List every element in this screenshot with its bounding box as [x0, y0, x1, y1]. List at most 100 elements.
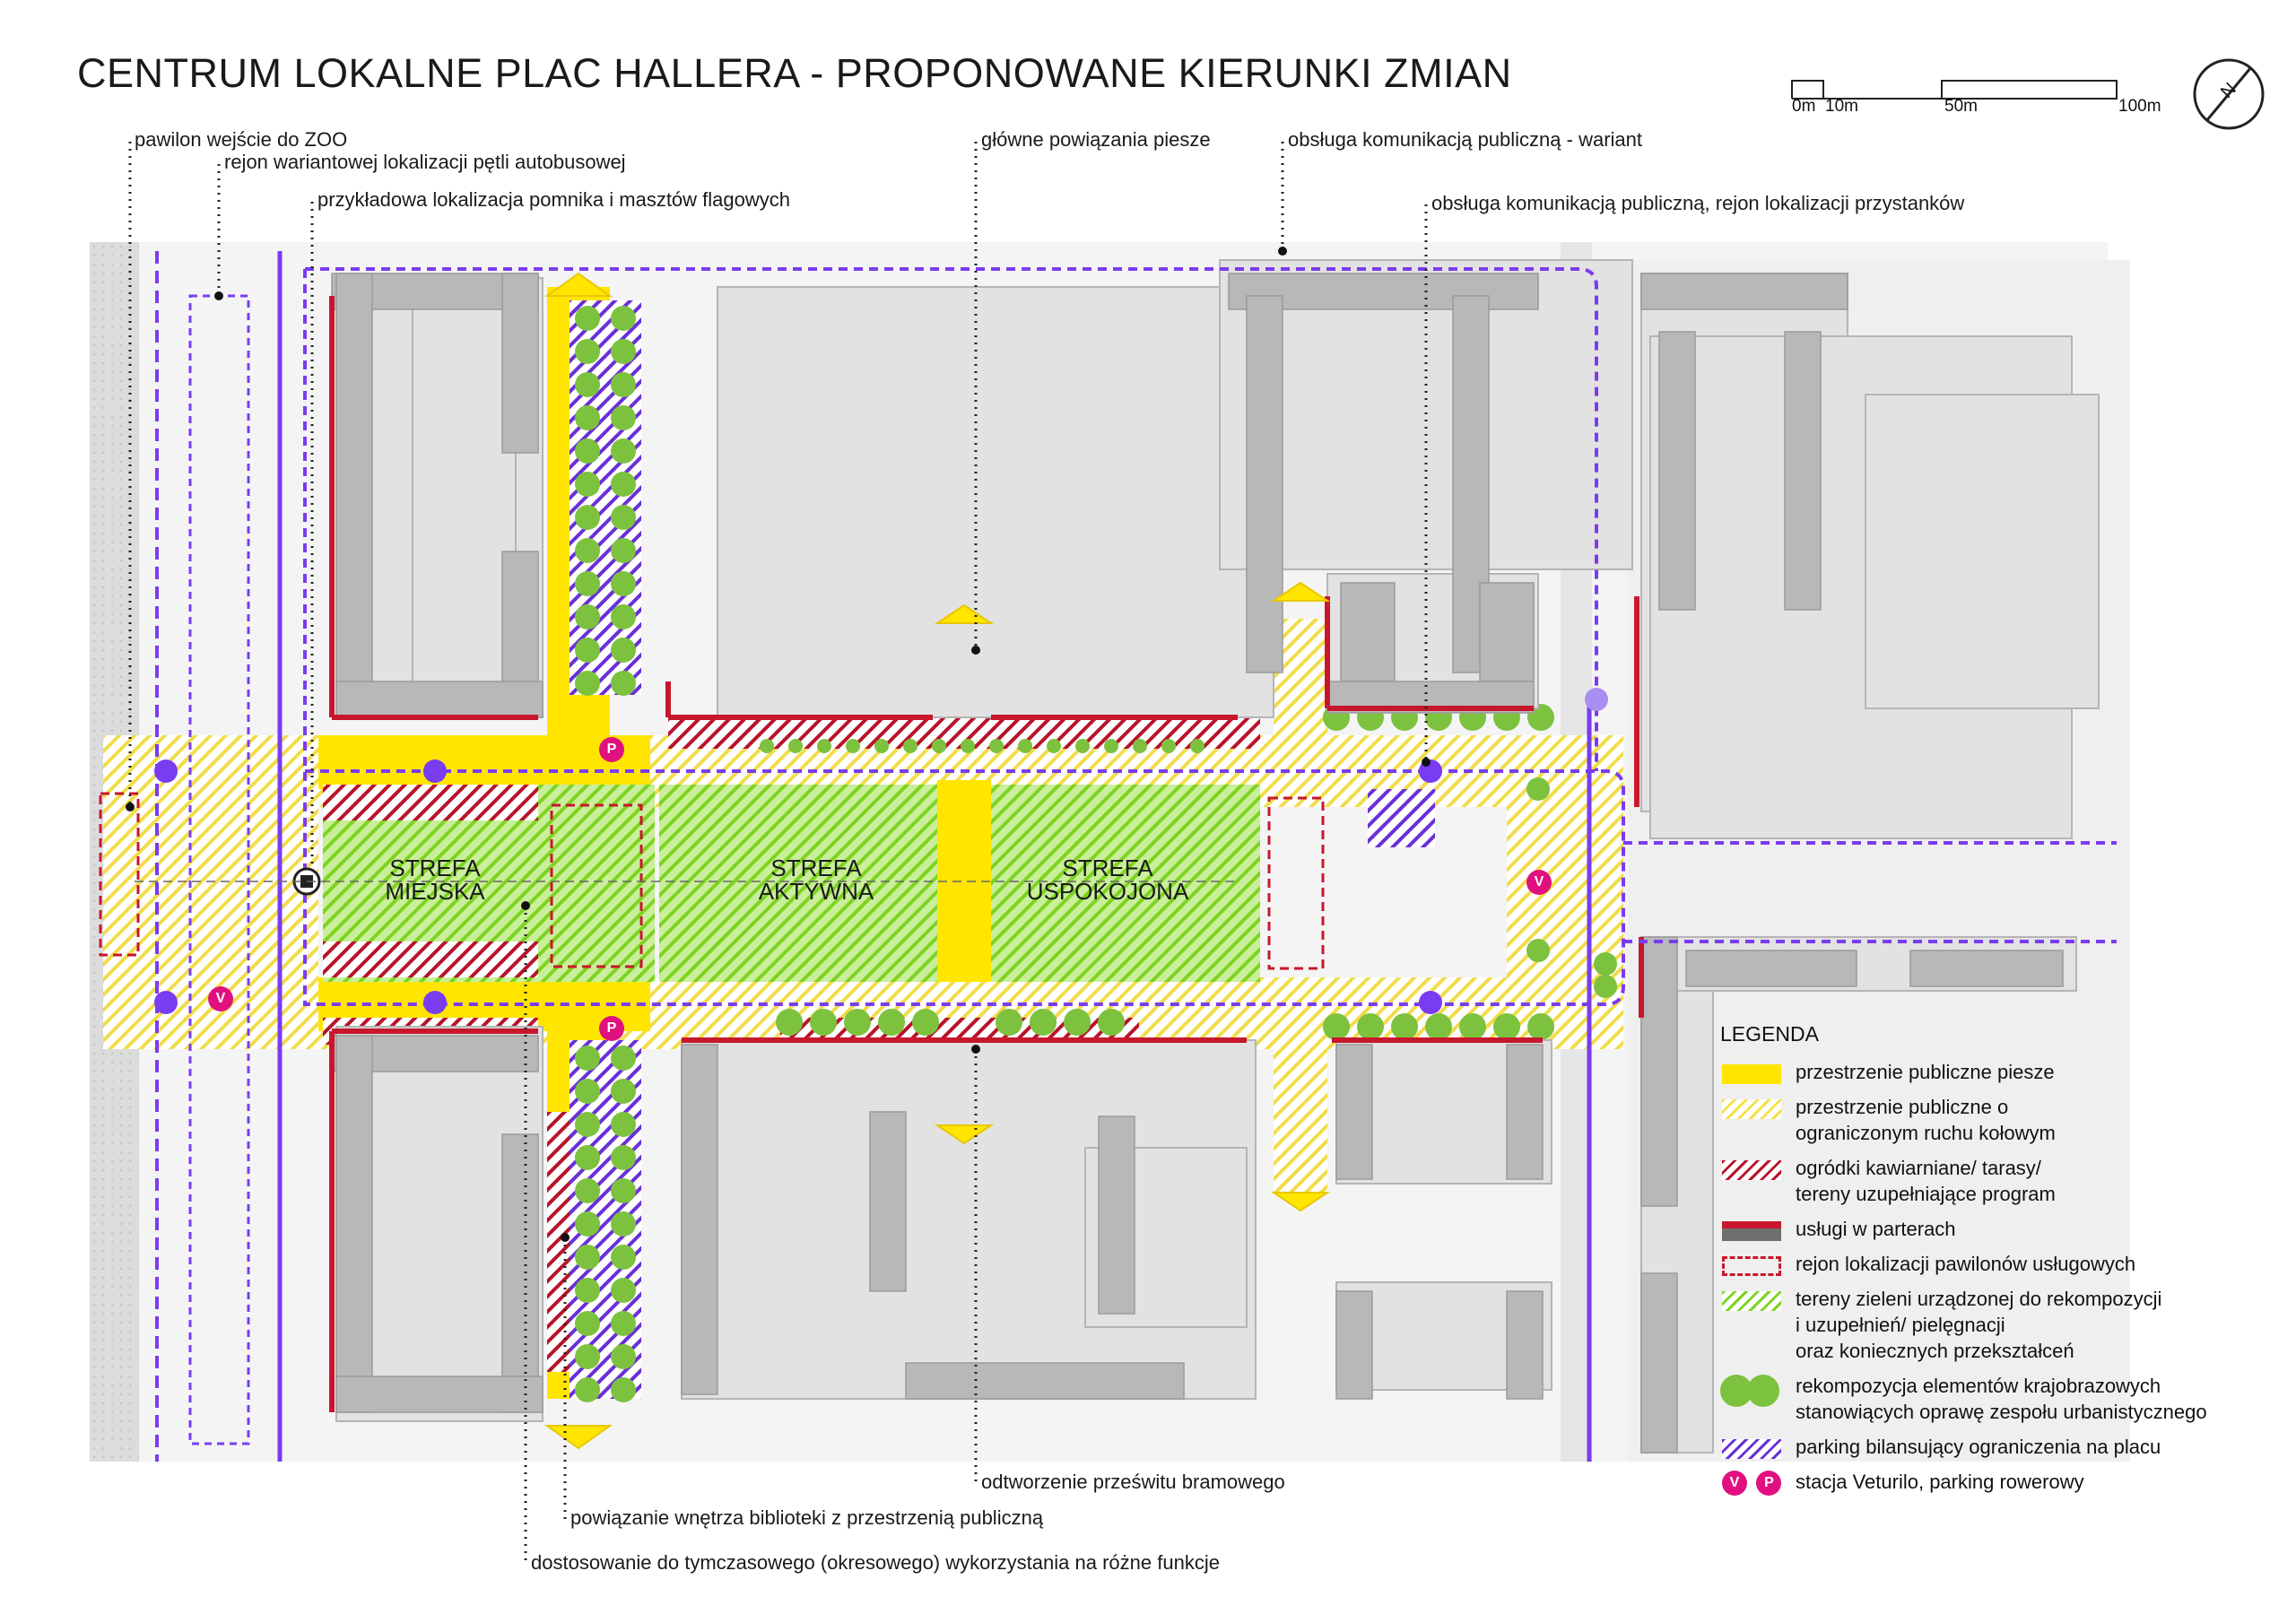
- direction-arrows: [544, 272, 1331, 1450]
- legend-label: tereny zieleni urządzonej do rekompozycj…: [1796, 1288, 2162, 1362]
- tree: [1104, 739, 1118, 753]
- tree: [611, 1112, 636, 1137]
- legend-swatch-pavilion: [1722, 1256, 1781, 1276]
- veturilo-pin: V: [208, 986, 233, 1011]
- tree: [788, 739, 803, 753]
- tree: [912, 1009, 939, 1036]
- tree: [1526, 939, 1550, 962]
- legend-swatch-restricted: [1722, 1099, 1781, 1119]
- tree: [844, 1009, 871, 1036]
- tree: [575, 1311, 600, 1336]
- tree: [611, 1079, 636, 1104]
- legend-label: ogródki kawiarniane/ tarasy/ tereny uzup…: [1796, 1157, 2056, 1205]
- building-slab: [1246, 295, 1283, 673]
- legend-label: usługi w parterach: [1796, 1218, 1956, 1240]
- north-arrow: [2193, 58, 2265, 130]
- legend-label: przestrzenie publiczne piesze: [1796, 1061, 2055, 1083]
- tree: [611, 604, 636, 629]
- leader-dots: [126, 247, 1431, 1242]
- scale-label-100: 100m: [2118, 97, 2161, 116]
- building-slab: [1340, 582, 1396, 682]
- tree: [611, 1178, 636, 1203]
- building-slab: [1784, 331, 1822, 611]
- tree: [1018, 739, 1032, 753]
- annotation-bus-loop: rejon wariantowej lokalizacji pętli auto…: [224, 151, 626, 173]
- tree: [611, 1245, 636, 1270]
- building-slab: [1479, 582, 1535, 682]
- annotation-temporary-use: dostosowanie do tymczasowego (okresowego…: [531, 1551, 1220, 1574]
- tree: [575, 1278, 600, 1303]
- scale-bar: [1791, 80, 2118, 100]
- tree: [611, 1377, 636, 1402]
- building: [717, 286, 1274, 718]
- building-slab: [869, 1111, 907, 1292]
- tree: [575, 638, 600, 663]
- building-slab: [1335, 1044, 1373, 1180]
- legend-label: stacja Veturilo, parking rowerowy: [1796, 1471, 2084, 1493]
- legend-label: przestrzenie publiczne o ograniczonym ru…: [1796, 1096, 2056, 1144]
- legend-heading: LEGENDA: [1720, 1022, 1819, 1046]
- tree: [575, 339, 600, 364]
- building: [1865, 394, 2100, 709]
- tree: [1047, 739, 1061, 753]
- tree: [575, 671, 600, 696]
- tree: [878, 1009, 905, 1036]
- tree: [575, 505, 600, 530]
- tree: [575, 1112, 600, 1137]
- tree: [1459, 1013, 1486, 1040]
- annotation-transit-variant: obsługa komunikacją publiczną - wariant: [1288, 128, 1642, 151]
- building-slab: [1640, 1272, 1678, 1454]
- tree: [996, 1009, 1022, 1036]
- tree: [575, 604, 600, 629]
- tree: [1075, 739, 1090, 753]
- tree: [874, 739, 889, 753]
- legend-item: V P stacja Veturilo, parking rowerowy: [1720, 1469, 2276, 1496]
- tree: [1098, 1009, 1125, 1036]
- building-slab: [1640, 936, 1678, 1207]
- legend-item: tereny zieleni urządzonej do rekompozycj…: [1720, 1286, 2276, 1364]
- building-slab: [335, 1035, 373, 1413]
- tree: [1064, 1009, 1091, 1036]
- building-slab: [1909, 950, 2064, 987]
- tree: [611, 1046, 636, 1071]
- tree: [846, 739, 860, 753]
- tree: [903, 739, 918, 753]
- building-slab: [1685, 950, 1857, 987]
- memorial-marker: [135, 867, 1238, 896]
- tree: [1190, 739, 1205, 753]
- tree: [575, 306, 600, 331]
- tree: [1493, 1013, 1520, 1040]
- tree: [575, 538, 600, 563]
- building-slab: [681, 1044, 718, 1395]
- trees: [575, 306, 1617, 1402]
- annotation-gateway: odtworzenie prześwitu bramowego: [981, 1471, 1285, 1493]
- tree: [810, 1009, 837, 1036]
- tree: [1594, 975, 1617, 998]
- tree: [1357, 1013, 1384, 1040]
- scale-label-50: 50m: [1944, 97, 1978, 116]
- building: [1219, 259, 1633, 570]
- tree: [575, 438, 600, 464]
- tree: [575, 1245, 600, 1270]
- tree: [575, 1145, 600, 1170]
- building-slab: [501, 1133, 539, 1413]
- tree: [776, 1009, 803, 1036]
- tree: [575, 1344, 600, 1369]
- tree: [611, 339, 636, 364]
- tree: [575, 405, 600, 430]
- veturilo-pin: V: [1526, 870, 1552, 895]
- building-slab: [501, 273, 539, 454]
- pavilion-zones: [99, 792, 1325, 970]
- tree: [1594, 952, 1617, 976]
- tree: [611, 1344, 636, 1369]
- tree: [1526, 777, 1550, 801]
- tree: [611, 472, 636, 497]
- tree: [611, 1278, 636, 1303]
- tree: [1030, 1009, 1057, 1036]
- tree: [575, 1079, 600, 1104]
- building-slab: [1506, 1044, 1544, 1180]
